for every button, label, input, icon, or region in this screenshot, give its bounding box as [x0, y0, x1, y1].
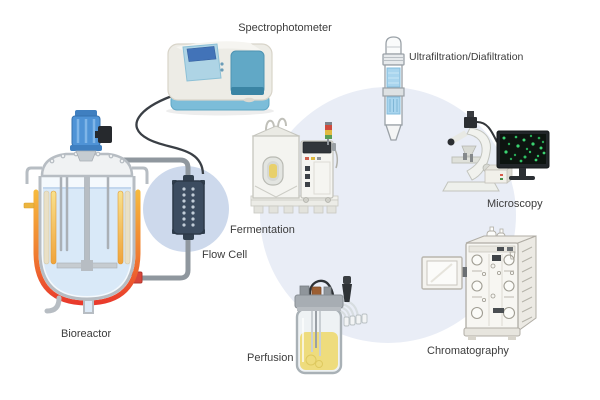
label-ultrafiltration: Ultrafiltration/Diafiltration — [409, 51, 524, 63]
spectrophotometer-illustration — [166, 41, 274, 116]
flow-cell-illustration — [172, 175, 205, 240]
control-tower-screen — [302, 141, 332, 154]
label-spectrophotometer: Spectrophotometer — [238, 22, 332, 34]
signal-cable — [135, 94, 205, 175]
stack-light — [325, 122, 332, 145]
cell-dots — [502, 134, 546, 163]
tubing-manifold — [343, 313, 368, 327]
ultrafiltration-column-illustration — [382, 36, 405, 141]
chromatography-illustration — [421, 226, 537, 340]
label-chromatography: Chromatography — [427, 345, 509, 357]
label-bioreactor: Bioreactor — [61, 328, 112, 340]
tubing-lines — [117, 157, 191, 281]
bioreactor-illustration — [23, 110, 149, 314]
label-microscopy: Microscopy — [487, 198, 543, 210]
microscopy-illustration — [442, 111, 550, 192]
spectrophotometer-screen — [186, 46, 217, 62]
label-fermentation: Fermentation — [230, 224, 295, 236]
label-perfusion: Perfusion — [247, 352, 294, 364]
perfusion-vessel-illustration — [294, 276, 368, 375]
label-flow-cell: Flow Cell — [202, 249, 248, 261]
microscope-camera — [464, 117, 477, 128]
fermentation-illustration — [250, 117, 339, 214]
motor-junction-box — [98, 126, 112, 143]
